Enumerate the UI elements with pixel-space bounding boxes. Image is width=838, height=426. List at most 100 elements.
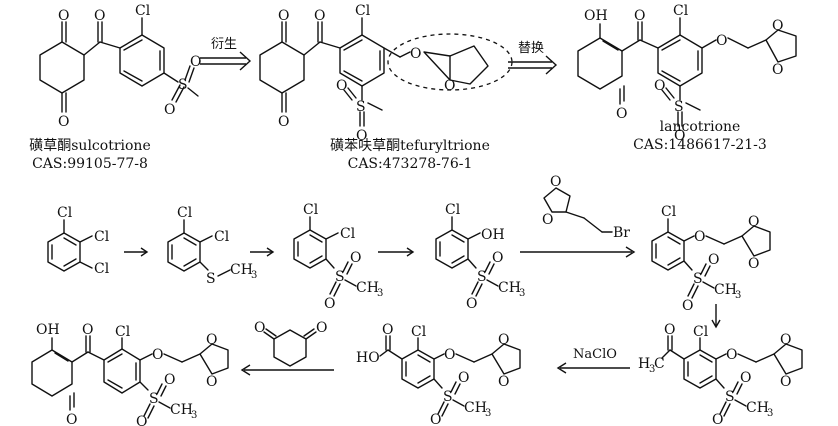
atom-label: Cl [411, 324, 427, 340]
atom-label: C [654, 356, 665, 372]
atom-label: S [693, 271, 703, 287]
atom-label: O [430, 412, 441, 426]
atom-label: CH [464, 400, 487, 416]
sulcotrione-structure: O O O Cl S O O [39, 3, 201, 130]
atom-label: O [772, 18, 783, 34]
lancotrione-name: lancotrione [660, 119, 741, 135]
sulcotrione-cas: CAS:99105-77-8 [32, 156, 148, 172]
atom-label: S [443, 389, 453, 405]
atom-label: O [350, 250, 361, 266]
atom-label: O [444, 347, 455, 363]
atom-label: O [58, 114, 69, 130]
atom-label: O [772, 62, 783, 78]
tefuryltrione-cas: CAS:473278-76-1 [348, 156, 473, 172]
atom-label: Cl [94, 229, 110, 245]
atom-label: O [324, 296, 335, 312]
lancotrione-product-structure: OH O O Cl O O O S O O CH 3 [31, 322, 229, 426]
benzoic-acid-intermediate-structure: O HO Cl O O O S O O CH 3 [356, 322, 521, 426]
atom-label: CH [714, 282, 737, 298]
atom-label: O [444, 78, 455, 94]
atom-label: Cl [673, 3, 689, 19]
atom-label: Cl [135, 3, 151, 19]
atom-label: Cl [115, 324, 131, 340]
replace-arrow-label: 替换 [518, 41, 544, 56]
atom-label: S [335, 269, 345, 285]
naclo-reagent-label: NaClO [573, 347, 617, 362]
atom-label: Cl [340, 226, 356, 242]
atom-label: Cl [303, 202, 319, 218]
replace-arrow [508, 55, 558, 75]
lancotrione-structure: OH O O Cl O O O S O O [577, 3, 797, 144]
acetophenone-intermediate-structure: O H 3 C Cl O O O S O O CH 3 [638, 322, 803, 426]
atom-label: O [316, 320, 327, 336]
atom-label: O [254, 320, 265, 336]
dichlorothioanisole-structure: Cl Cl S CH 3 [167, 205, 257, 287]
atom-label: O [382, 322, 393, 338]
atom-label: Cl [94, 261, 110, 277]
atom-label: O [726, 347, 737, 363]
atom-label: O [206, 374, 217, 390]
atom-label: Cl [57, 205, 73, 221]
atom-label: O [492, 250, 503, 266]
atom-label: O [634, 8, 645, 24]
atom-subscript: 3 [735, 290, 741, 301]
atom-label: O [748, 214, 759, 230]
atom-label: HO [356, 350, 380, 366]
atom-label: CH [746, 400, 769, 416]
atom-label: O [136, 414, 147, 426]
cyclohexanedione-reagent: O O [254, 320, 327, 367]
atom-subscript: 3 [485, 408, 491, 419]
atom-label: O [458, 370, 469, 386]
atom-label: S [206, 271, 216, 287]
derive-arrow [200, 51, 252, 71]
atom-label: O [356, 128, 367, 144]
atom-label: O [716, 33, 727, 49]
atom-label: O [410, 46, 421, 62]
atom-label: O [708, 252, 719, 268]
atom-label: CH [356, 280, 379, 296]
atom-label: O [278, 114, 289, 130]
atom-label: O [314, 8, 325, 24]
atom-label: O [58, 8, 69, 24]
atom-label: O [654, 78, 665, 94]
chlorophenol-sulfone-structure: Cl OH S O O CH 3 [435, 202, 525, 312]
atom-label: O [164, 102, 175, 118]
atom-label: Cl [661, 204, 677, 220]
atom-label: S [674, 99, 684, 115]
atom-label: OH [584, 8, 608, 24]
atom-label: S [477, 269, 487, 285]
atom-label: O [164, 372, 175, 388]
trichlorobenzene-structure: Cl Cl Cl [47, 205, 110, 277]
atom-label: O [616, 106, 627, 122]
atom-label: O [682, 298, 693, 314]
atom-label: O [278, 8, 289, 24]
atom-label: Cl [177, 205, 193, 221]
atom-label: H [638, 356, 650, 372]
atom-label: CH [230, 262, 253, 278]
atom-subscript: 3 [377, 288, 383, 299]
sulcotrione-name: 磺草酮sulcotrione [29, 138, 150, 154]
atom-label: S [178, 77, 188, 93]
atom-label: OH [36, 322, 60, 338]
atom-label: Cl [445, 202, 461, 218]
ether-sulfone-structure: Cl O O O S O O CH 3 [651, 204, 771, 314]
atom-label: S [725, 389, 735, 405]
atom-subscript: 3 [767, 408, 773, 419]
atom-label: O [674, 128, 685, 144]
atom-label: O [780, 332, 791, 348]
atom-label: O [664, 322, 675, 338]
atom-label: O [550, 174, 561, 190]
atom-label: O [740, 370, 751, 386]
atom-subscript: 3 [519, 288, 525, 299]
atom-label: O [152, 347, 163, 363]
derive-arrow-label: 衍生 [211, 37, 237, 52]
atom-subscript: 3 [251, 270, 257, 281]
atom-label: O [498, 332, 509, 348]
lancotrione-cas: CAS:1486617-21-3 [633, 137, 767, 153]
atom-label: S [149, 391, 159, 407]
atom-label: Cl [214, 229, 230, 245]
atom-label: O [82, 322, 93, 338]
atom-label: Cl [355, 3, 371, 19]
tefuryltrione-name: 磺苯呋草酮tefuryltrione [330, 137, 490, 154]
